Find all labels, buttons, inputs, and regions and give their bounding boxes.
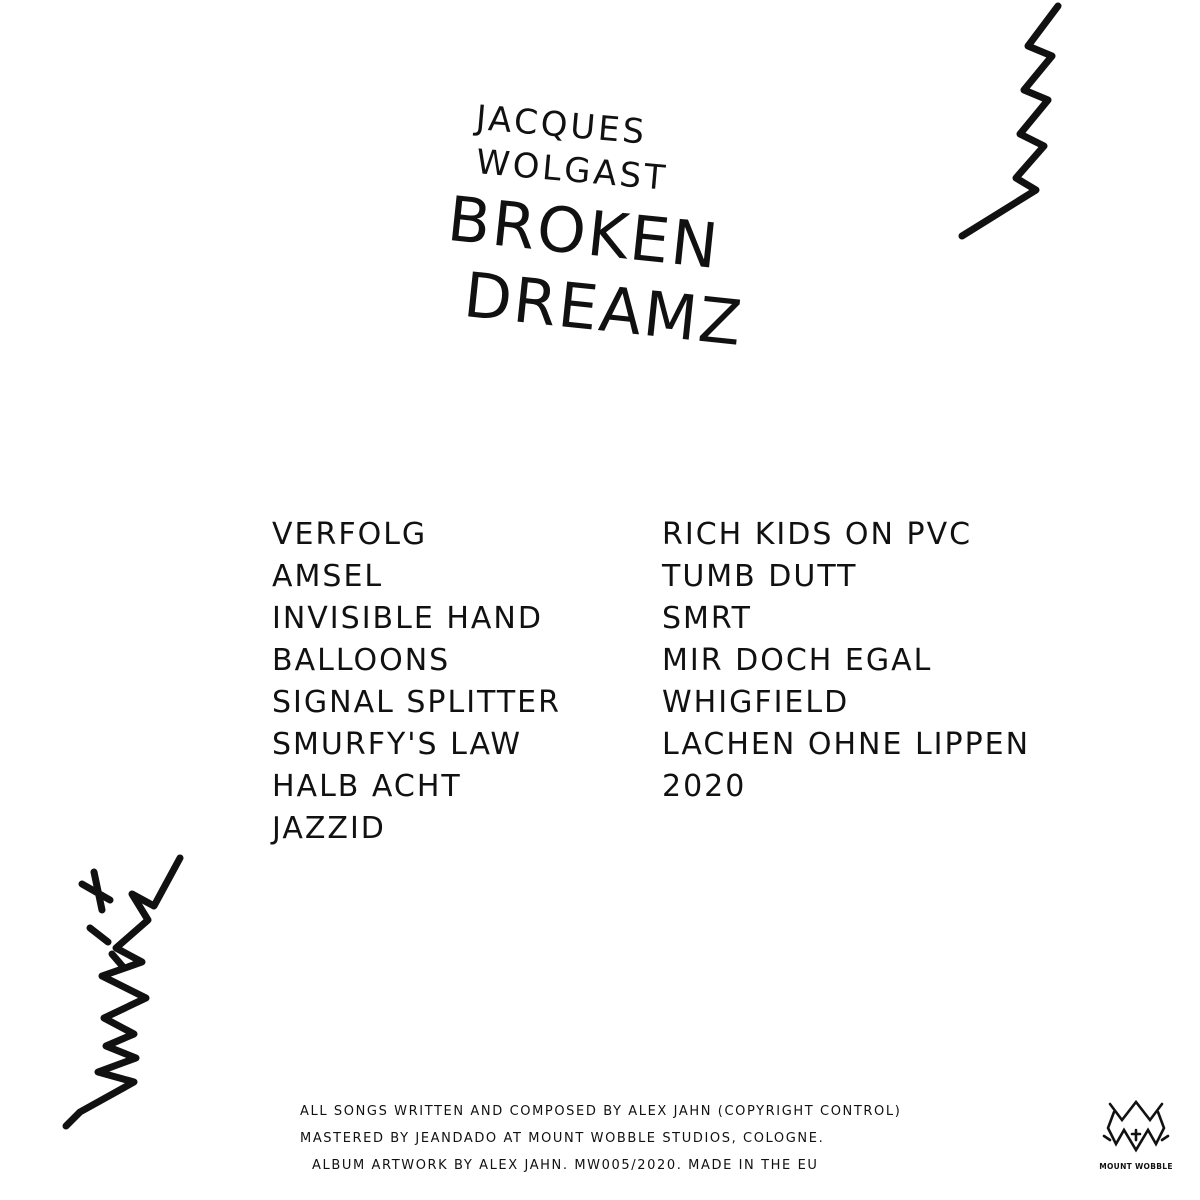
track-item: SMRT <box>662 601 752 636</box>
track-item: BALLOONS <box>272 643 451 678</box>
track-item: TUMB DUTT <box>662 559 858 594</box>
track-item: WHIGFIELD <box>662 685 850 720</box>
track-item: VERFOLG <box>272 517 428 552</box>
mount-wobble-logo-icon <box>1102 1099 1170 1153</box>
credits-line: MASTERED BY JEANDADO AT MOUNT WOBBLE STU… <box>300 1131 825 1146</box>
tracklist-left: VERFOLG AMSEL INVISIBLE HAND BALLOONS SI… <box>272 514 561 850</box>
track-item: SIGNAL SPLITTER <box>272 685 561 720</box>
track-item: LACHEN OHNE LIPPEN <box>662 727 1031 762</box>
credits-line: ALL SONGS WRITTEN AND COMPOSED BY ALEX J… <box>300 1104 902 1119</box>
track-item: JAZZID <box>272 811 386 846</box>
label-name: MOUNT WOBBLE <box>1099 1162 1173 1171</box>
track-item: INVISIBLE HAND <box>272 601 543 636</box>
tracklist-right: RICH KIDS ON PVC TUMB DUTT SMRT MIR DOCH… <box>662 514 1030 808</box>
track-item: MIR DOCH EGAL <box>662 643 933 678</box>
credits-line: ALBUM ARTWORK BY ALEX JAHN. MW005/2020. … <box>312 1158 819 1173</box>
label-logo: MOUNT WOBBLE <box>1096 1094 1176 1180</box>
zigzag-top-right-icon <box>958 2 1062 240</box>
track-item: HALB ACHT <box>272 769 462 804</box>
track-item: SMURFY'S LAW <box>272 727 523 762</box>
album-title: BROKEN DREAMZ <box>437 182 771 363</box>
credits: ALL SONGS WRITTEN AND COMPOSED BY ALEX J… <box>300 1098 901 1179</box>
track-item: RICH KIDS ON PVC <box>662 517 973 552</box>
track-item: 2020 <box>662 769 747 804</box>
track-item: AMSEL <box>272 559 384 594</box>
zigzag-bottom-left-icon <box>62 854 184 1130</box>
